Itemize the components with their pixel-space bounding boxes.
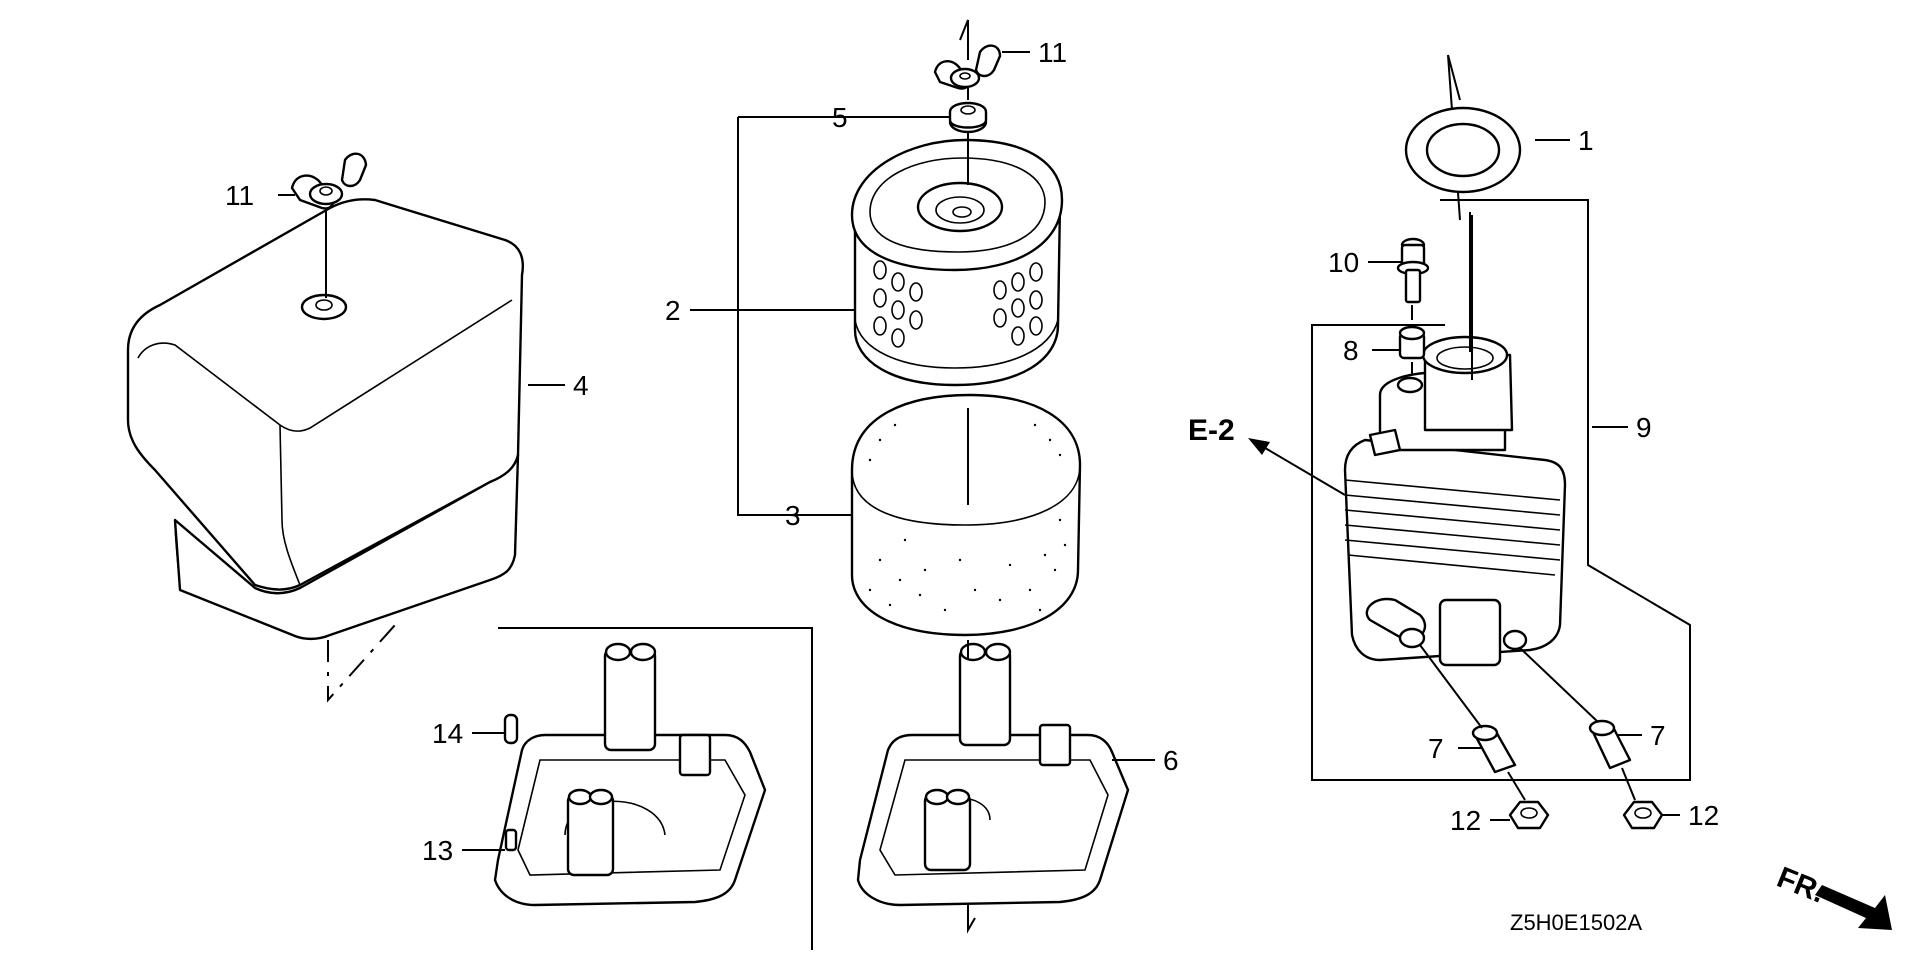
wing-nut-top (933, 19, 1002, 90)
air-cleaner-elbow (1343, 335, 1567, 667)
callout-13: 13 (422, 835, 453, 866)
flange-nut-right (1622, 800, 1664, 830)
reference-arrow (1248, 438, 1346, 496)
tube-right (1519, 647, 1636, 801)
callout-10: 10 (1328, 247, 1359, 278)
callout-3: 3 (785, 500, 801, 531)
callout-11-left: 11 (225, 180, 254, 211)
callout-7-left: 7 (1428, 733, 1444, 764)
foam-filter-element (850, 393, 1082, 637)
paper-filter-element (850, 138, 1064, 387)
callout-9: 9 (1636, 412, 1652, 443)
seal-nut (948, 88, 988, 185)
callout-1: 1 (1578, 125, 1594, 156)
front-direction-arrow (1815, 885, 1892, 930)
collar (1398, 305, 1426, 375)
callout-5: 5 (832, 102, 848, 133)
case-detail-inset (493, 627, 813, 950)
callout-6: 6 (1163, 745, 1179, 776)
callout-8: 8 (1343, 335, 1359, 366)
callout-2: 2 (665, 295, 681, 326)
air-cleaner-cover (126, 198, 524, 703)
callout-12-left: 12 (1450, 805, 1481, 836)
callout-7-right: 7 (1650, 720, 1666, 751)
flange-nut-left (1508, 800, 1550, 830)
leader-lines (278, 51, 1680, 851)
wing-nut-left (290, 152, 368, 298)
air-cleaner-case (856, 640, 1130, 934)
callout-11-top: 11 (1038, 37, 1067, 68)
diagram-code: Z5H0E1502A (1510, 910, 1642, 935)
callout-4: 4 (573, 370, 589, 401)
direction-label: FR. (1772, 861, 1829, 910)
flange-bolt (1396, 237, 1430, 304)
tube-left (1419, 644, 1526, 801)
reference-label: E-2 (1188, 414, 1235, 447)
callout-12-right: 12 (1688, 800, 1719, 831)
gasket (1404, 106, 1522, 194)
callout-14: 14 (432, 718, 463, 749)
